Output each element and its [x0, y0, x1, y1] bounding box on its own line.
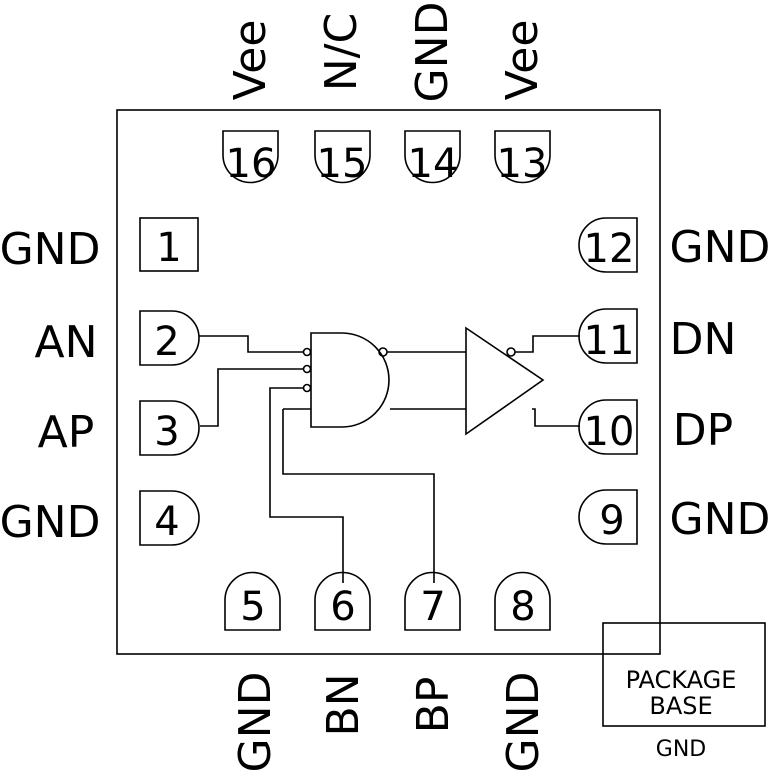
pin-6-pad [314, 571, 371, 631]
package-base-box [602, 622, 766, 727]
pin-6-number: 6 [330, 584, 355, 630]
pin-12-label: GND [670, 222, 769, 273]
pin-11: 11 [578, 308, 638, 364]
pin-3-number: 3 [154, 409, 179, 455]
pin-8-pad [494, 571, 551, 631]
wire-bn [269, 387, 344, 583]
and-input-bubble-3 [302, 383, 312, 393]
pin-9: 9 [578, 489, 638, 545]
and-input-bubble-1 [302, 347, 312, 357]
pin-1-pad [139, 217, 199, 272]
wire-ap [200, 368, 303, 427]
pin-14-pad [404, 130, 461, 184]
pin-15-pad [314, 130, 371, 184]
pin-11-number: 11 [584, 318, 635, 364]
pin-10-label: DP [673, 405, 733, 456]
pin-16-label: Vee [225, 20, 276, 101]
pin-2: 2 [139, 310, 200, 366]
pin-14-number: 14 [408, 141, 459, 187]
and-input-bubble-2 [302, 364, 312, 374]
buffer-output-bubble [506, 347, 516, 357]
output-buffer [465, 326, 545, 436]
pin-12: 12 [578, 217, 638, 273]
pin-11-pad [578, 308, 638, 364]
pin-7-number: 7 [420, 584, 445, 630]
pin-5-label: GND [230, 672, 281, 772]
pin-1: 1 [139, 217, 199, 272]
package-outline [116, 109, 661, 655]
pin-7-label: BP [408, 677, 459, 734]
pin-15-number: 15 [317, 141, 368, 187]
pin-11-label: DN [670, 314, 737, 365]
pin-16-number: 16 [226, 141, 277, 187]
pin-5-pad [224, 571, 281, 631]
pin-2-pad [139, 310, 200, 366]
pin-8: 8 [494, 571, 551, 631]
pin-16: 16 [222, 130, 279, 187]
pin-14: 14 [404, 130, 461, 187]
pin-4-label: GND [0, 497, 100, 548]
wire-dp [532, 408, 580, 427]
and-gate [310, 332, 390, 428]
wire-dn [515, 335, 580, 353]
pin-2-label: AN [34, 317, 97, 368]
pin-8-label: GND [498, 672, 549, 772]
pin-2-number: 2 [154, 319, 179, 365]
pin-6: 6 [314, 571, 371, 631]
pin-4-number: 4 [154, 499, 179, 545]
pin-3-label: AP [38, 407, 95, 458]
pin-14-label: GND [407, 2, 458, 103]
package-base-line1: PACKAGE [626, 666, 737, 694]
pin-13-number: 13 [497, 141, 548, 187]
pin-7: 7 [404, 571, 461, 631]
pin-13-pad [494, 130, 551, 184]
pin-4: 4 [139, 490, 200, 546]
pin-13: 13 [494, 130, 551, 187]
pin-6-label: BN [318, 673, 369, 736]
pin-15-label: N/C [316, 13, 367, 91]
pin-9-label: GND [670, 494, 769, 545]
pin-8-number: 8 [510, 584, 535, 630]
package-base-line2: BASE [649, 692, 712, 720]
wire-an [199, 335, 303, 353]
pin-15: 15 [314, 130, 371, 187]
pin-1-label: GND [0, 224, 100, 275]
pin-9-pad [578, 489, 638, 545]
pin-3: 3 [139, 400, 200, 456]
pin-9-number: 9 [599, 498, 624, 544]
pin-12-pad [578, 217, 638, 273]
pin-10: 10 [578, 399, 638, 455]
wire-bp [282, 409, 435, 583]
pin-5-number: 5 [240, 584, 265, 630]
pin-16-pad [222, 130, 279, 184]
pin-4-pad [139, 490, 200, 546]
pin-5: 5 [224, 571, 281, 631]
pin-10-number: 10 [584, 409, 635, 455]
pin-13-label: Vee [497, 20, 548, 101]
pin-1-number: 1 [156, 225, 181, 271]
pin-10-pad [578, 399, 638, 455]
pin-12-number: 12 [584, 226, 635, 272]
pin-3-pad [139, 400, 200, 456]
package-base-gnd-label: GND [656, 737, 706, 762]
